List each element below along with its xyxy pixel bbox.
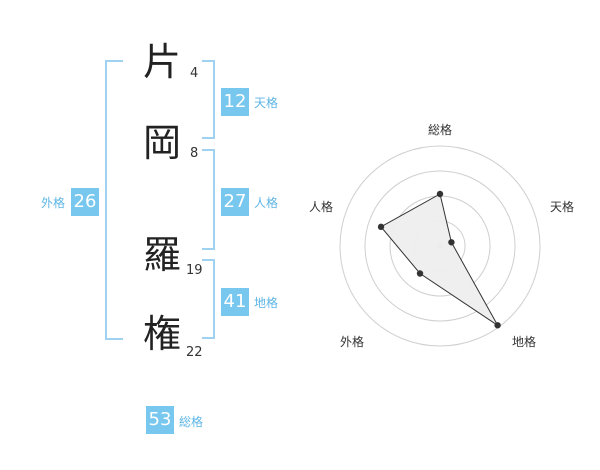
gaikaku-label: 外格 [41,196,66,210]
chikaku-bracket [202,259,215,339]
jinkaku-label: 人格 [254,196,279,210]
soukaku-badge: 53 [146,406,174,434]
radar-value-polygon [380,193,499,326]
radar-point-1 [448,239,455,246]
tenkaku-label: 天格 [254,96,279,110]
radar-ring [364,170,516,322]
radar-label-gaikaku: 外格 [340,335,365,349]
name-char-4: 権 [142,312,181,356]
radar-point-3 [416,270,424,277]
chikaku-label: 地格 [254,296,279,310]
gaikaku-bracket [105,60,123,340]
radar-ring [339,145,541,347]
radar-chart [339,145,541,347]
tenkaku-badge: 12 [221,88,249,116]
stroke-count-1: 4 [190,66,199,81]
radar-point-4 [377,223,385,231]
radar-label-tenkaku: 天格 [550,200,575,214]
name-char-3: 羅 [142,233,181,277]
name-char-2: 岡 [142,121,181,165]
gaikaku-badge: 26 [71,188,99,216]
chikaku-badge: 41 [221,288,249,316]
stroke-count-3: 19 [186,263,203,278]
name-char-1: 片 [142,40,181,84]
jinkaku-badge: 27 [221,188,249,216]
stroke-count-2: 8 [190,146,199,161]
radar-label-chikaku: 地格 [512,335,537,349]
radar-point-2 [494,322,501,329]
stroke-count-4: 22 [186,345,203,360]
radar-label-jinkaku: 人格 [309,200,334,214]
tenkaku-bracket [202,60,215,139]
radar-label-soukaku: 総格 [428,123,453,137]
radar-point-0 [436,190,444,198]
soukaku-label: 総格 [179,415,204,429]
jinkaku-bracket [202,149,215,250]
